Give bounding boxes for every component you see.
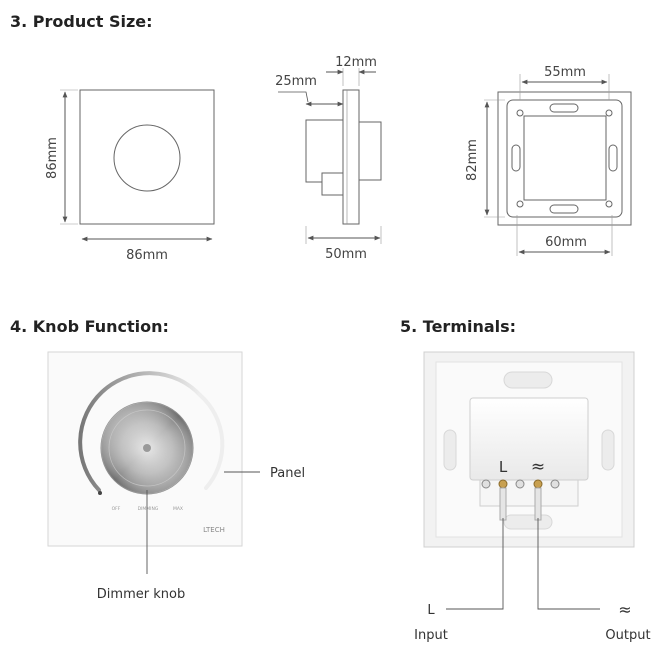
section-title-terminals: 5. Terminals:	[400, 317, 517, 336]
terminal-live-left-label: L	[427, 603, 435, 618]
scale-max-label: MAX	[173, 506, 183, 512]
dim-front-height: 86mm	[45, 137, 60, 179]
dim-back-inner-bottom: 60mm	[545, 235, 587, 250]
dim-front-width: 86mm	[126, 248, 168, 263]
scale-mid-label: DIMMING	[138, 506, 159, 512]
scale-off-label: OFF	[112, 506, 121, 512]
section-title-knob-function: 4. Knob Function:	[10, 317, 169, 336]
front-view: 86mm 86mm	[45, 89, 215, 263]
indicator-dot	[98, 491, 102, 495]
back-view: 55mm 82mm 60mm	[465, 65, 632, 256]
dim-side-thickness: 12mm	[335, 55, 377, 70]
brand-logo: LTECH	[203, 526, 225, 534]
dim-back-height: 82mm	[465, 139, 480, 181]
input-label: Input	[414, 628, 448, 643]
dim-side-depth: 25mm	[275, 74, 317, 89]
terminal-output-symbol: ≈	[531, 457, 545, 477]
dimmer-knob[interactable]	[100, 401, 194, 495]
knob-panel: OFF DIMMING MAX LTECH	[47, 351, 243, 547]
side-view: 12mm 25mm 50mm	[275, 55, 382, 262]
terminal-output-right-label: ≈	[618, 600, 631, 619]
section-title-product-size: 3. Product Size:	[10, 12, 153, 31]
terminal-back-plate: L ≈	[423, 351, 635, 548]
dim-side-width: 50mm	[325, 247, 367, 262]
dimmer-knob-label: Dimmer knob	[97, 587, 185, 602]
dim-back-inner-top: 55mm	[544, 65, 586, 80]
terminal-live-symbol: L	[499, 458, 508, 476]
output-label: Output	[605, 628, 650, 643]
panel-label: Panel	[270, 466, 305, 481]
